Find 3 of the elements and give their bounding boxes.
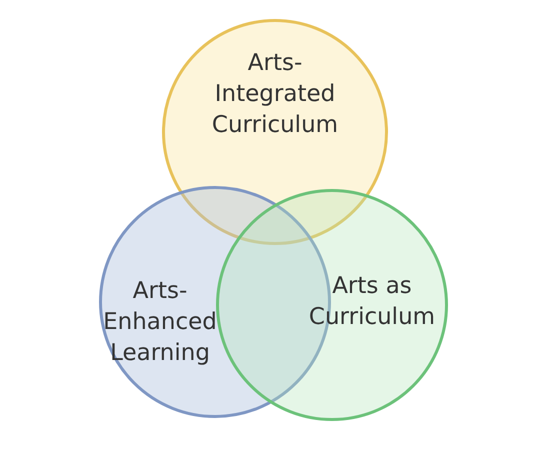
circle-label: Arts-Integrated Curriculum bbox=[210, 48, 340, 140]
circle-label: Arts as Curriculum bbox=[308, 272, 436, 332]
circle-label: Arts-Enhanced Learning bbox=[102, 276, 218, 368]
